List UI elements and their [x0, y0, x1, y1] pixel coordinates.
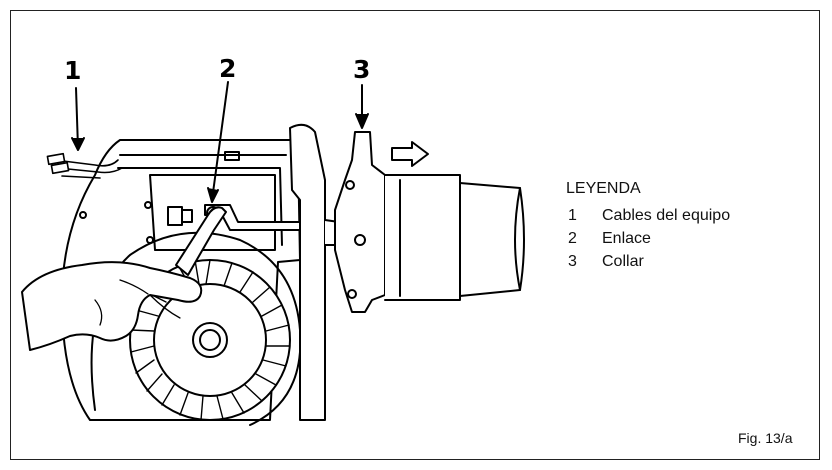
legend-item-label: Cables del equipo [602, 206, 731, 224]
legend: LEYENDA 1 Cables del equipo 2 Enlace 3 C… [566, 180, 730, 273]
legend-item: 2 Enlace [566, 227, 730, 250]
wrench [175, 206, 227, 276]
legend-item-number: 3 [568, 252, 577, 270]
figure-label: Fig. 13/a [738, 430, 793, 446]
callout-3: 3 [353, 55, 371, 84]
legend-item-number: 1 [568, 206, 577, 224]
legend-item-label: Collar [602, 252, 644, 270]
equipment-cables [46, 152, 123, 179]
legend-title: LEYENDA [566, 180, 641, 197]
callout-2: 2 [219, 54, 237, 83]
hand [21, 261, 203, 351]
legend-item: 1 Cables del equipo [566, 204, 730, 227]
legend-item: 3 Collar [566, 250, 730, 273]
legend-item-number: 2 [568, 229, 577, 247]
flange-plate [289, 123, 326, 421]
collar-plate [334, 131, 386, 313]
callout-1: 1 [64, 56, 82, 85]
figure-frame [10, 10, 820, 460]
legend-item-label: Enlace [602, 229, 651, 247]
removal-arrow [391, 141, 429, 167]
blast-tube [384, 174, 461, 301]
